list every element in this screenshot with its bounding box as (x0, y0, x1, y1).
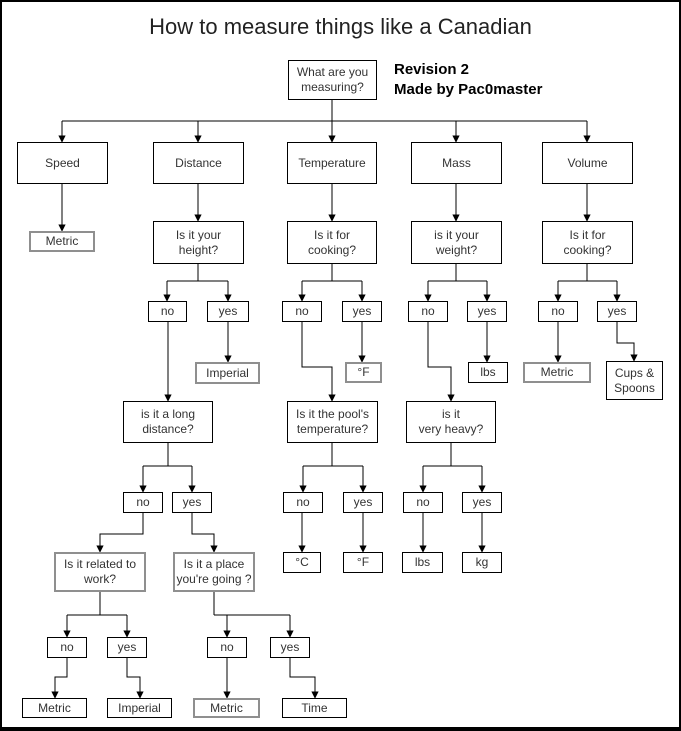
node-metric-place: Metric (193, 698, 260, 718)
node-lbs-heavy: lbs (402, 552, 443, 573)
node-metric-work: Metric (22, 698, 87, 718)
node-q-pool-temperature: Is it the pool's temperature? (287, 401, 378, 443)
node-yes-place: yes (270, 637, 310, 658)
node-fahrenheit-pool: °F (343, 552, 383, 573)
node-no-cooking-temp: no (282, 301, 322, 322)
node-no-cooking-vol: no (538, 301, 578, 322)
node-no-weight: no (408, 301, 448, 322)
node-imperial-height: Imperial (195, 362, 260, 384)
node-kg-heavy: kg (462, 552, 502, 573)
node-q-cooking-temperature: Is it for cooking? (287, 221, 377, 264)
credit-label: Made by Pac0master (394, 81, 543, 98)
node-lbs-weight: lbs (468, 362, 508, 383)
node-mass: Mass (411, 142, 502, 184)
node-no-pool: no (283, 492, 323, 513)
node-no-height: no (148, 301, 187, 322)
node-yes-height: yes (207, 301, 249, 322)
node-cups-and-spoons: Cups & Spoons (606, 361, 663, 400)
edge-no-pool (301, 321, 336, 402)
node-q-place-going: Is it a place you're going ? (173, 552, 255, 592)
node-metric-speed: Metric (29, 231, 95, 252)
node-no-work: no (47, 637, 87, 658)
node-no-heavy: no (403, 492, 443, 513)
node-metric-volume: Metric (523, 362, 591, 383)
node-celsius-pool: °C (283, 552, 321, 573)
node-q-your-height: Is it your height? (153, 221, 244, 264)
edge-no-work (96, 512, 144, 553)
edge-yes-cups (616, 321, 638, 362)
node-q-very-heavy: is it very heavy? (406, 401, 496, 443)
node-what-are-you-measuring: What are you measuring? (288, 60, 377, 100)
node-q-long-distance: is it a long distance? (123, 401, 213, 443)
node-speed: Speed (17, 142, 108, 184)
node-distance: Distance (153, 142, 244, 184)
node-yes-pool: yes (343, 492, 383, 513)
node-q-cooking-volume: Is it for cooking? (542, 221, 633, 264)
edge-no-heavy (427, 321, 455, 402)
node-volume: Volume (542, 142, 633, 184)
node-q-related-to-work: Is it related to work? (54, 552, 146, 592)
edge-yes-place (191, 512, 218, 553)
revision-block: Revision 2 Made by Pac0master (394, 60, 542, 100)
node-q-your-weight: is it your weight? (411, 221, 502, 264)
node-time-place: Time (282, 698, 347, 718)
node-yes-long-distance: yes (172, 492, 212, 513)
node-yes-cooking-vol: yes (597, 301, 637, 322)
node-no-long-distance: no (123, 492, 163, 513)
node-fahrenheit-cooking: °F (345, 362, 382, 383)
node-yes-heavy: yes (462, 492, 502, 513)
node-yes-weight: yes (467, 301, 507, 322)
node-no-place: no (207, 637, 247, 658)
edge-yes-imperialwork (126, 657, 144, 699)
edge-yes-time (289, 657, 319, 699)
revision-label: Revision 2 (394, 61, 470, 78)
edge-no-metricwork (51, 657, 68, 699)
node-temperature: Temperature (287, 142, 377, 184)
node-yes-cooking-temp: yes (342, 301, 382, 322)
diagram-title: How to measure things like a Canadian (149, 14, 532, 39)
node-imperial-work: Imperial (107, 698, 172, 718)
node-yes-work: yes (107, 637, 147, 658)
